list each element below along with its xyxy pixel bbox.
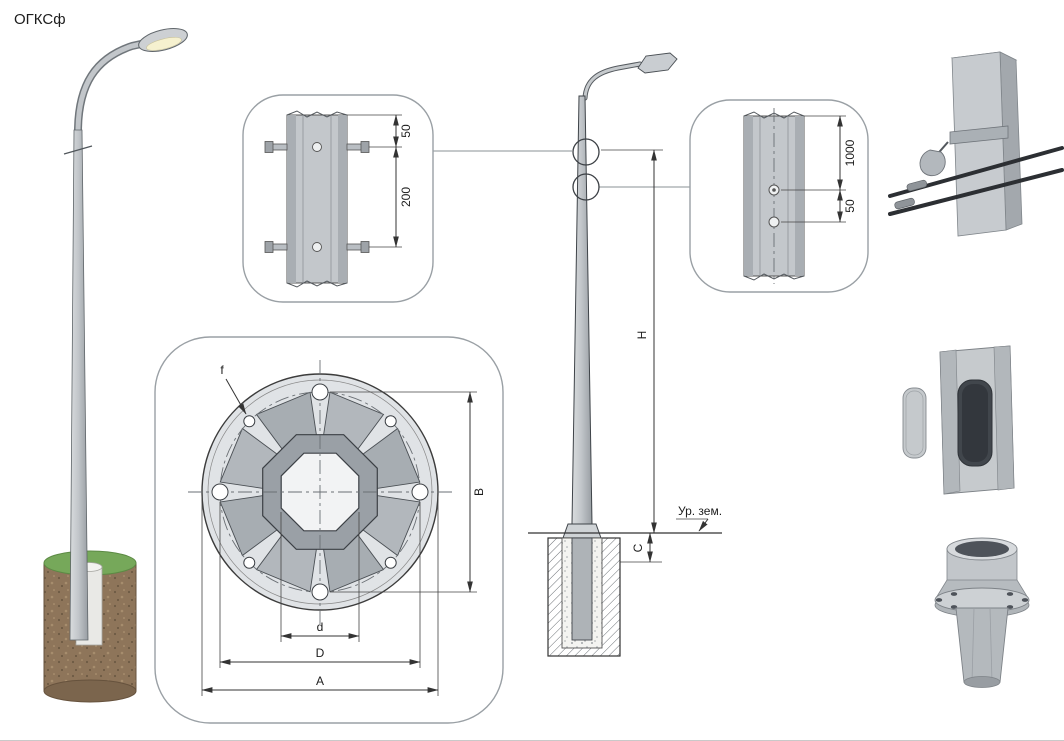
arm-fill [75, 39, 153, 135]
bolt-row-top [264, 141, 370, 153]
dim-value-200: 200 [399, 187, 413, 207]
dim-value-d: d [317, 620, 324, 634]
flange-shoe-3d [934, 537, 1030, 688]
lamp-head-3d [138, 28, 188, 52]
dim-value-50: 50 [843, 199, 857, 213]
dim-value-D: D [316, 646, 325, 660]
pole-elevation: Ур. зем. H C [528, 52, 722, 657]
dim-value-A: A [316, 674, 324, 688]
shoe-facet [971, 607, 975, 683]
pole-facet-left [939, 349, 961, 495]
door-opening-inner [962, 384, 988, 462]
break-mark [63, 145, 93, 155]
ground-label: Ур. зем. [678, 504, 722, 518]
foundation-bottom [43, 679, 137, 703]
detail-marker-lower [572, 173, 600, 201]
wire-clamp-3d [888, 51, 1064, 237]
cable-sleeve-2 [906, 179, 928, 192]
detail-marker-upper [572, 138, 600, 166]
detail-callout-holes: 1000 50 [689, 99, 869, 293]
leader-f [225, 378, 247, 415]
clamp-band [949, 125, 1009, 145]
break-line-bottom [286, 280, 348, 288]
dim-value-B: B [472, 488, 486, 496]
pole-shaft-3d [69, 129, 89, 641]
shoe-bottom [963, 676, 1001, 688]
break-line-top [286, 110, 348, 118]
shoe-body [955, 607, 1009, 683]
pole-shaft-elevation [571, 95, 593, 525]
bolt-holes [211, 383, 429, 601]
bolt-row-bottom [264, 241, 370, 253]
dim-value-C: C [631, 543, 645, 552]
page-title: ОГКСф [14, 11, 66, 28]
pole-section-edge-right [338, 115, 347, 283]
door-cover [902, 387, 927, 459]
lamp-arm-3d [74, 28, 188, 136]
embedded-pole [571, 537, 593, 641]
detail-callout-bolt-mount: 50 200 [242, 94, 434, 303]
dim-value-50: 50 [399, 124, 413, 138]
wedge-clamp [919, 149, 946, 177]
label-f: f [220, 363, 224, 377]
detail-callout-flange: f B d D A [154, 336, 504, 724]
pole-section-edge-left [287, 115, 296, 283]
dim-value-1000: 1000 [843, 139, 857, 166]
bolt-dot [772, 188, 776, 192]
cup-cavity [955, 541, 1009, 557]
pole-section-edge-left [744, 116, 753, 276]
foundation-section [547, 537, 621, 657]
pole-facet-right [993, 345, 1015, 491]
pole-section-edge-right [795, 116, 804, 276]
arm-fill [583, 62, 642, 100]
shoe-facet [989, 607, 993, 683]
dim-value-H: H [635, 331, 649, 340]
foundation-3d [43, 550, 137, 703]
ground-leader-arrow [698, 518, 709, 532]
cable-lower [888, 168, 1064, 216]
cable-sleeve-1 [894, 197, 915, 210]
pole-front-face [951, 51, 1007, 237]
pole-3d-render [43, 28, 188, 703]
access-door-3d [902, 345, 1015, 495]
base-flare [562, 523, 602, 539]
lamp-head-elevation [637, 52, 678, 74]
door-cover-edge [905, 390, 924, 456]
bolt-hole-lower [768, 216, 780, 228]
